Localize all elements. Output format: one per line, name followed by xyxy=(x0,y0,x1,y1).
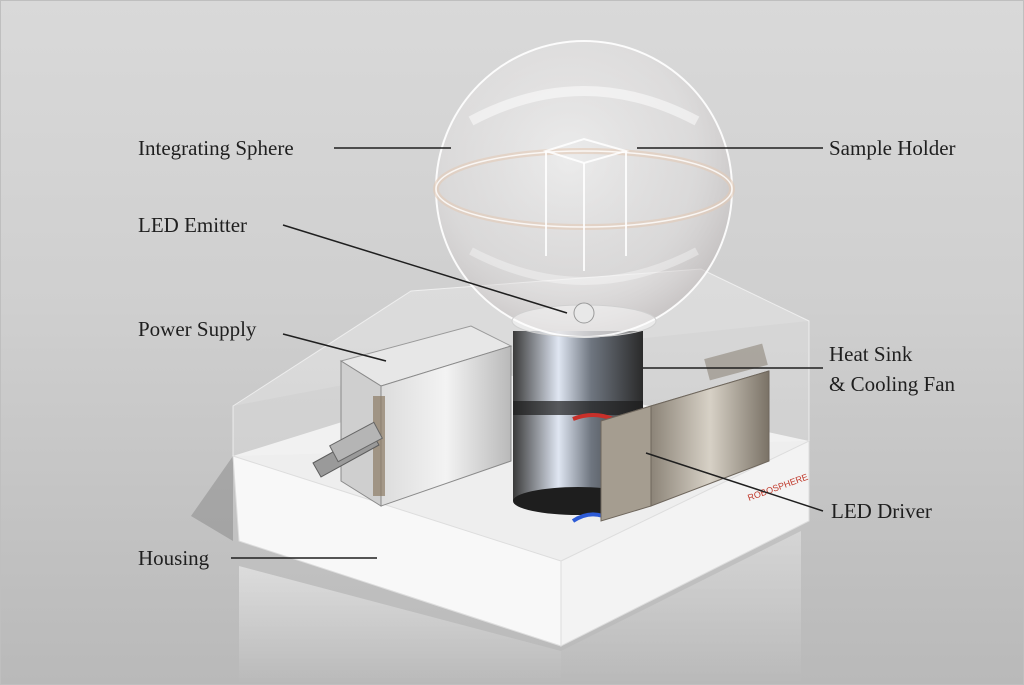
floor-reflection xyxy=(239,531,801,684)
label-power-supply: Power Supply xyxy=(138,317,257,341)
led-driver-unit xyxy=(600,343,770,522)
label-led-driver: LED Driver xyxy=(831,499,932,523)
leader-lines xyxy=(231,147,824,559)
housing-shadow xyxy=(191,456,233,541)
label-led-emitter: LED Emitter xyxy=(138,213,248,237)
label-heat-sink-line1: Heat Sink xyxy=(829,342,913,366)
leader-line-led-driver xyxy=(645,452,824,512)
label-heat-sink-line2: & Cooling Fan xyxy=(829,372,956,396)
label-housing: Housing xyxy=(138,546,210,570)
label-heat-sink: Heat Sink & Cooling Fan xyxy=(829,339,955,399)
power-supply-unit xyxy=(312,325,513,507)
leader-line-led-emitter xyxy=(282,224,568,314)
label-sample-holder: Sample Holder xyxy=(829,136,956,160)
integrating-sphere xyxy=(433,40,735,338)
leader-line-power-supply xyxy=(282,333,387,362)
label-integrating-sphere: Integrating Sphere xyxy=(138,136,294,160)
